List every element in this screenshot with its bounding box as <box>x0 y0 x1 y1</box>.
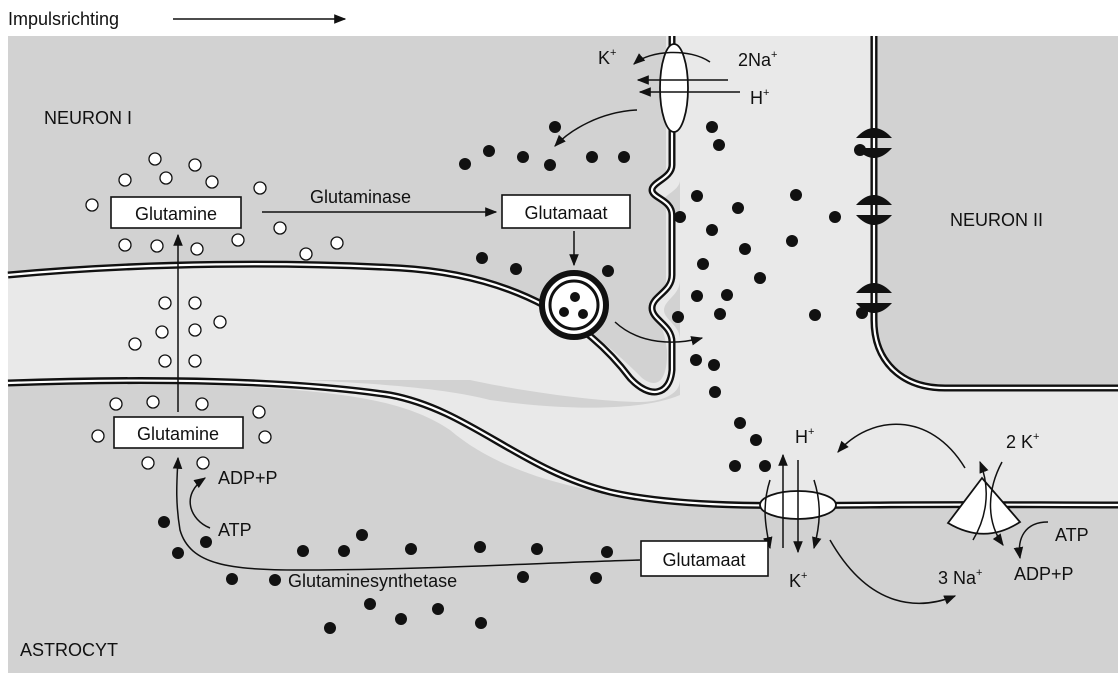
transporter-k-label: K+ <box>789 570 807 591</box>
synaptic-vesicle <box>539 270 609 340</box>
glutamate-uptake-arrow-2 <box>812 479 822 550</box>
astrocyte-label: ASTROCYT <box>20 640 118 660</box>
transporter-h-label: H+ <box>795 426 814 447</box>
glutamine-molecules-cleft <box>128 296 227 368</box>
neuron-exchanger-protein <box>659 43 689 133</box>
neuron2-label: NEURON II <box>950 210 1043 230</box>
glutamate-astrocyte-box <box>640 540 769 577</box>
synthetase-energy-arrow <box>189 477 211 529</box>
pump-k-label: 2 K+ <box>1006 431 1039 452</box>
pump-adp-label: ADP+P <box>1014 564 1074 584</box>
neuron1-label: NEURON I <box>44 108 132 128</box>
glutamate-neuron-box <box>501 194 631 229</box>
pump-na-path <box>972 460 989 541</box>
glutamine-synthetase-label: Glutaminesynthetase <box>288 571 457 591</box>
exchanger-na-label: 2Na+ <box>738 49 777 70</box>
synthetase-adp-label: ADP+P <box>218 468 278 488</box>
synthetase-atp-label: ATP <box>218 520 252 540</box>
neuron2-surround-cleft <box>8 36 1118 506</box>
glutamine-molecules-astrocyte <box>91 395 272 470</box>
pump-na-label: 3 Na+ <box>938 567 982 588</box>
glutamate-molecules-astrocyte <box>158 516 613 634</box>
pump-to-transporter-arrow <box>837 423 966 469</box>
glutamate-molecules-neuron <box>459 121 630 277</box>
glutamine-neuron-box <box>110 196 242 229</box>
glutamine-molecules-neuron <box>85 152 344 261</box>
synthetase-pathway-arrow <box>172 456 641 571</box>
glutamine-neuron-label: Glutamine <box>135 204 217 224</box>
neuron2-membrane-gap <box>872 36 1118 390</box>
glutamine-astrocyte-box <box>113 416 244 449</box>
glutamate-neuron-label: Glutamaat <box>524 203 607 223</box>
pump-k-path <box>989 461 1004 546</box>
pump-atp-label: ATP <box>1055 525 1089 545</box>
exchanger-k-label: K+ <box>598 47 616 68</box>
synaptic-cleft <box>8 36 680 402</box>
neuron1-membrane-gap <box>7 36 674 394</box>
glutaminase-label: Glutaminase <box>310 187 411 207</box>
neuron2-receptor <box>856 195 892 225</box>
exchanger-h-label: H+ <box>750 87 769 108</box>
glutamate-astrocyte-label: Glutamaat <box>662 550 745 570</box>
exchanger-to-cytoplasm-arrow <box>554 109 638 147</box>
k-influx-arrow <box>633 51 711 65</box>
transporter-to-pump-arrow <box>829 539 957 605</box>
glutamine-astrocyte-label: Glutamine <box>137 424 219 444</box>
impulse-direction-label: Impulsrichting <box>8 9 119 29</box>
na-k-pump-protein <box>946 476 1022 535</box>
glutamate-molecules-cleft <box>672 121 868 472</box>
pump-atp-arrow <box>1013 521 1049 560</box>
exocytosis-arrow <box>614 321 704 346</box>
astrocyte-membrane-gap <box>7 379 1118 507</box>
